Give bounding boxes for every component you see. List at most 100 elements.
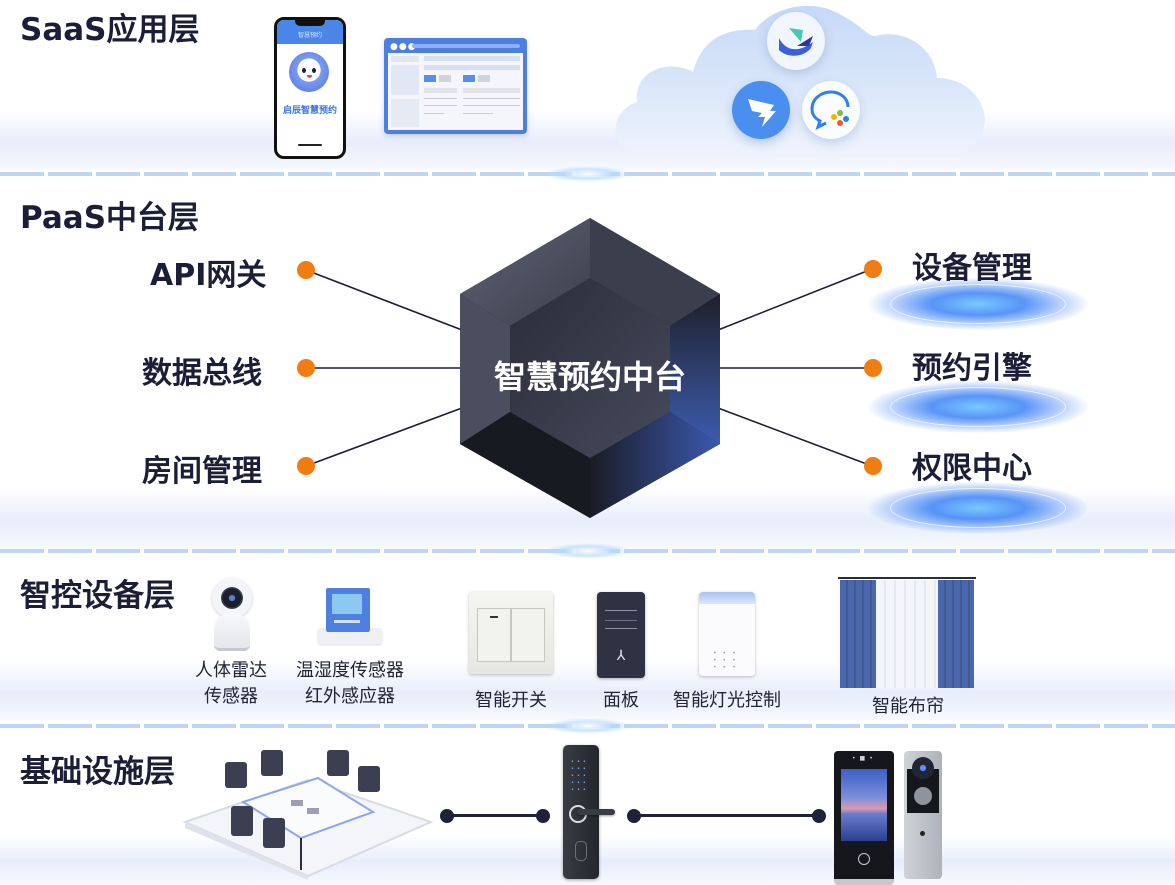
keypad-grid: ••••••••••••••• bbox=[571, 759, 589, 793]
room-platform-edge bbox=[185, 822, 308, 880]
mascot-avatar-icon bbox=[289, 52, 329, 92]
window-address-bar bbox=[412, 44, 520, 48]
feature-data-bus[interactable]: 数据总线 bbox=[142, 356, 262, 391]
phone-mockup: 智慧预约 启辰智慧预约 bbox=[274, 17, 346, 159]
reader-camera-icon bbox=[912, 757, 934, 779]
phone-app-name: 启辰智慧预约 bbox=[282, 106, 337, 116]
face-recognition-terminal[interactable]: •■• bbox=[834, 751, 894, 885]
feishu-icon[interactable] bbox=[767, 12, 825, 70]
curtain-sheer bbox=[876, 580, 938, 688]
hex-bevel-top-right bbox=[590, 218, 720, 326]
panel-symbol-icon: ⅄ bbox=[616, 648, 626, 664]
table-device bbox=[291, 800, 303, 806]
cloud-shape bbox=[615, 5, 985, 155]
access-reader-device[interactable] bbox=[904, 751, 942, 879]
light-control-device[interactable]: ••••••••• bbox=[699, 592, 755, 676]
content-line bbox=[463, 113, 493, 114]
radar-sensor-label: 人体雷达 传感器 bbox=[186, 658, 276, 710]
feature-booking-engine[interactable]: 预约引擎 bbox=[912, 351, 1032, 386]
device-floor bbox=[0, 660, 1175, 720]
switch-key-left bbox=[477, 608, 511, 662]
feature-api-gateway[interactable]: API网关 bbox=[150, 258, 267, 293]
hex-bevel-left bbox=[460, 294, 510, 444]
temp-sensor-device[interactable] bbox=[318, 588, 382, 646]
panel-line bbox=[605, 628, 637, 629]
smart-curtain-device[interactable] bbox=[838, 574, 978, 690]
curtain-right-panel bbox=[938, 580, 974, 688]
chairs bbox=[225, 750, 380, 848]
smart-switch-label: 智能开关 bbox=[475, 690, 547, 711]
sensor-body bbox=[326, 588, 370, 632]
connector-permission-center bbox=[717, 407, 873, 467]
infra-node-2 bbox=[536, 809, 550, 823]
chair bbox=[231, 806, 253, 836]
wecom-icon[interactable] bbox=[802, 81, 860, 139]
label-line: 传感器 bbox=[204, 686, 258, 707]
light-control-label: 智能灯光控制 bbox=[673, 690, 781, 711]
connector-device-mgmt bbox=[717, 268, 873, 331]
right-dot-2 bbox=[864, 359, 882, 377]
curtain-rod bbox=[838, 577, 976, 579]
smart-switch-device[interactable] bbox=[469, 592, 553, 674]
wecom-glyph bbox=[810, 90, 850, 130]
window-dots: ●●● bbox=[390, 42, 417, 52]
sidebar-block bbox=[391, 65, 419, 95]
device-infra-divider bbox=[0, 718, 1175, 734]
label-line: 温湿度传感器 bbox=[296, 660, 404, 681]
browser-window: ●●● bbox=[384, 38, 527, 134]
paas-connector-lines bbox=[305, 268, 873, 467]
camera-base bbox=[214, 614, 250, 651]
hex-face bbox=[510, 278, 670, 458]
infra-line-2 bbox=[634, 814, 818, 817]
chair bbox=[358, 766, 380, 792]
smart-door-lock-device[interactable]: ••••••••••••••• bbox=[563, 745, 615, 879]
paas-device-divider bbox=[0, 543, 1175, 559]
sidebar-block bbox=[391, 56, 419, 62]
content-line bbox=[424, 98, 457, 99]
phone-notch bbox=[295, 20, 325, 26]
glow-platform-1 bbox=[868, 278, 1088, 330]
feature-device-management[interactable]: 设备管理 bbox=[912, 251, 1032, 286]
curtain-left-panel bbox=[840, 580, 876, 688]
fingerprint-icon bbox=[914, 787, 932, 805]
core-platform-label[interactable]: 智慧预约中台 bbox=[493, 358, 686, 396]
camera-head bbox=[212, 578, 252, 618]
content-line bbox=[424, 105, 457, 106]
hex-bevel-right bbox=[670, 294, 720, 444]
mascot-eye-left bbox=[302, 68, 306, 73]
infra-layer-title: 基础设施层 bbox=[20, 754, 175, 790]
panel-device[interactable]: ⅄ bbox=[597, 592, 645, 678]
right-dot-1 bbox=[864, 260, 882, 278]
mascot-eye-right bbox=[312, 68, 316, 73]
radar-sensor-device[interactable] bbox=[210, 578, 254, 651]
dingtalk-glyph bbox=[748, 99, 776, 127]
phone-home-bar bbox=[298, 144, 322, 146]
camera-lens-icon bbox=[221, 587, 243, 609]
content-line bbox=[463, 105, 520, 106]
content-bar bbox=[424, 65, 520, 70]
content-button bbox=[478, 75, 490, 82]
meeting-room-illustration[interactable] bbox=[183, 740, 433, 880]
glow-platform-3 bbox=[868, 482, 1088, 534]
chair bbox=[225, 762, 247, 788]
saas-layer-title: SaaS应用层 bbox=[20, 12, 200, 48]
left-dot-3 bbox=[297, 457, 315, 475]
feature-permission-center[interactable]: 权限中心 bbox=[912, 451, 1032, 486]
label-line: 红外感应器 bbox=[305, 686, 395, 707]
light-control-dots: ••••••••• bbox=[713, 650, 742, 671]
left-dot-2 bbox=[297, 359, 315, 377]
temp-sensor-label: 温湿度传感器 红外感应器 bbox=[290, 658, 410, 710]
hex-bevel-top-left bbox=[460, 218, 590, 326]
dingtalk-icon[interactable] bbox=[732, 81, 790, 139]
panel-line bbox=[605, 610, 637, 611]
sidebar-block bbox=[391, 99, 419, 127]
feature-room-management[interactable]: 房间管理 bbox=[142, 454, 262, 489]
content-line bbox=[463, 98, 520, 99]
content-line bbox=[424, 113, 444, 114]
saas-paas-divider bbox=[0, 166, 1175, 182]
table-device bbox=[307, 808, 319, 814]
mascot-mouth bbox=[307, 75, 312, 78]
terminal-sensors: •■• bbox=[852, 755, 877, 762]
sensor-buttons bbox=[334, 620, 360, 623]
content-button bbox=[463, 75, 475, 82]
